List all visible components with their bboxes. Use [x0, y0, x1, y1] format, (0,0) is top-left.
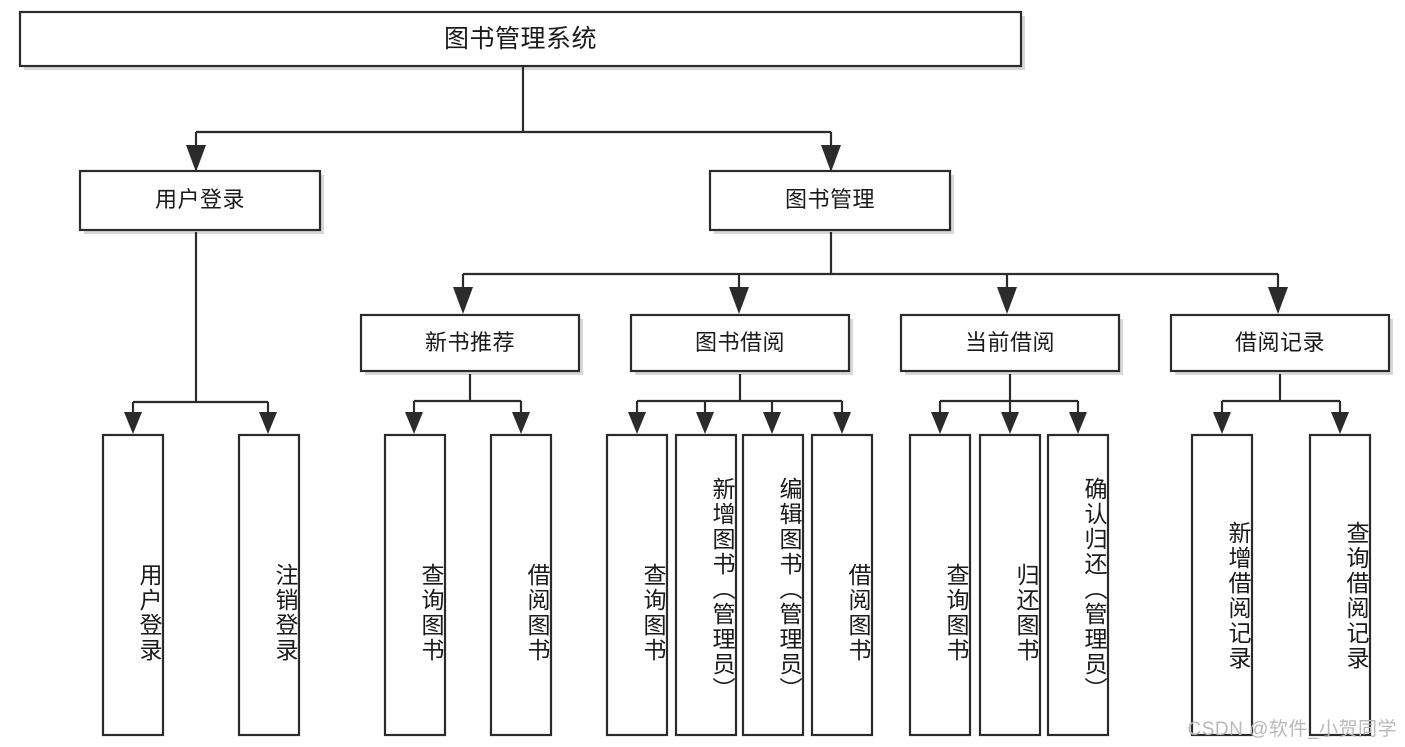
node-borrow-record[interactable] [1169, 313, 1391, 373]
node-leaf-add-record[interactable] [1190, 433, 1254, 737]
node-leaf-logout-login[interactable] [237, 433, 301, 737]
node-leaf-query-record[interactable] [1308, 433, 1372, 737]
node-leaf-query-book-2[interactable] [605, 433, 669, 737]
node-leaf-confirm-return[interactable] [1046, 433, 1110, 737]
csdn-watermark: CSDN @软件_小贺同学 [1187, 719, 1397, 740]
arrowheads [124, 145, 1349, 434]
node-book-borrow[interactable] [629, 313, 851, 373]
node-root[interactable] [18, 10, 1023, 68]
node-leaf-edit-book[interactable] [741, 433, 805, 737]
node-leaf-user-login[interactable] [101, 433, 165, 737]
node-leaf-borrow-book-2[interactable] [810, 433, 874, 737]
node-book-manage[interactable] [708, 169, 952, 232]
node-new-book-rec[interactable] [359, 313, 581, 373]
node-leaf-return-book[interactable] [978, 433, 1042, 737]
node-user-login[interactable] [78, 169, 322, 232]
node-leaf-query-book-1[interactable] [383, 433, 447, 737]
node-current-borrow[interactable] [899, 313, 1121, 373]
node-leaf-add-book[interactable] [674, 433, 738, 737]
node-leaf-borrow-book-1[interactable] [489, 433, 553, 737]
node-leaf-query-book-3[interactable] [908, 433, 972, 737]
